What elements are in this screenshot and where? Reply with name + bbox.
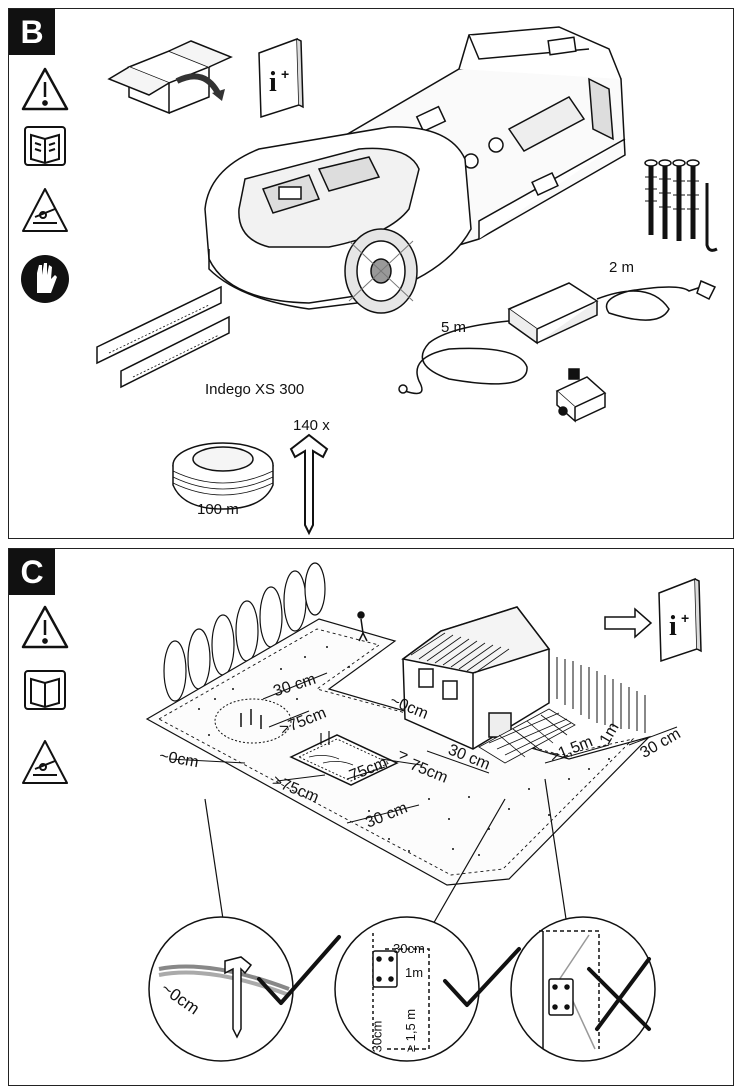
house	[401, 606, 551, 750]
panel-b-illustration: i +	[21, 26, 718, 536]
start-zone	[214, 698, 292, 744]
screws-and-anchors	[644, 159, 718, 252]
arrow-right-icon	[604, 607, 653, 639]
gloves-icon	[21, 255, 69, 303]
wire-peg-icon	[289, 433, 329, 536]
panel-letter-c: C	[9, 549, 55, 595]
checkmark-icon	[443, 947, 521, 1007]
panel-c: C i +	[8, 548, 734, 1086]
detail-peg-ok	[148, 916, 294, 1062]
robot-mower	[204, 126, 472, 314]
svg-text:i: i	[269, 67, 277, 98]
svg-text:+: +	[681, 610, 689, 626]
detail-label: 30cm	[369, 1020, 385, 1053]
product-name-label: Indego XS 300	[205, 381, 305, 398]
wire-length-label: 100 m	[197, 501, 239, 518]
blade-warning-icon	[22, 740, 68, 784]
panel-c-illustration: i +	[21, 562, 702, 1062]
pond	[289, 731, 399, 786]
packaging-box-icon	[107, 40, 233, 115]
cross-icon	[587, 957, 651, 1031]
cable-2m-label: 2 m	[609, 259, 635, 276]
measuring-gauge	[96, 285, 230, 389]
info-booklet-icon: i +	[258, 37, 304, 119]
panel-b: B	[8, 8, 734, 539]
fence	[556, 657, 646, 733]
svg-text:+: +	[281, 66, 289, 82]
lawn-area	[145, 618, 651, 886]
cable-connector	[555, 368, 607, 423]
svg-text:i: i	[669, 611, 677, 642]
boundary-wire-coil	[172, 442, 274, 510]
detail-label: 1m	[405, 965, 424, 980]
paved-patio	[478, 708, 576, 764]
person-figure	[357, 611, 368, 642]
manual-icon	[24, 126, 66, 166]
panel-letter-b: B	[9, 9, 55, 55]
detail-dock-wrong	[510, 916, 656, 1062]
detail-label: 30cm	[393, 941, 425, 956]
detail-label: ≥ 1,5 m	[403, 1008, 419, 1053]
checkmark-icon	[257, 935, 341, 1005]
grass-marks	[198, 646, 610, 856]
manual-icon	[24, 670, 66, 710]
warning-icon	[21, 605, 69, 649]
blade-warning-icon	[22, 188, 68, 232]
warning-icon	[21, 67, 69, 111]
cable-5m-label: 5 m	[441, 319, 467, 336]
pegs-count-label: 140 x	[293, 417, 330, 434]
power-supply-cable	[398, 279, 717, 395]
detail-dock-ok	[334, 916, 480, 1062]
info-booklet-icon: i +	[658, 577, 702, 663]
dim-label: >	[399, 747, 409, 764]
